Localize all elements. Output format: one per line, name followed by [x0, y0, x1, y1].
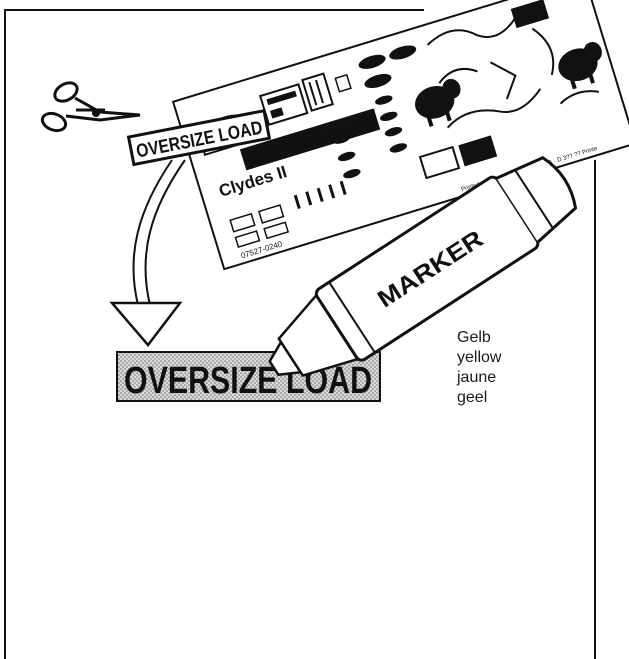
- curved-arrow: [112, 160, 185, 345]
- color-names: Gelb yellow jaune geel: [457, 328, 501, 408]
- color-french: jaune: [457, 368, 501, 388]
- color-dutch: geel: [457, 388, 501, 408]
- scissors-icon: [40, 79, 140, 134]
- color-german: Gelb: [457, 328, 501, 348]
- color-english: yellow: [457, 348, 501, 368]
